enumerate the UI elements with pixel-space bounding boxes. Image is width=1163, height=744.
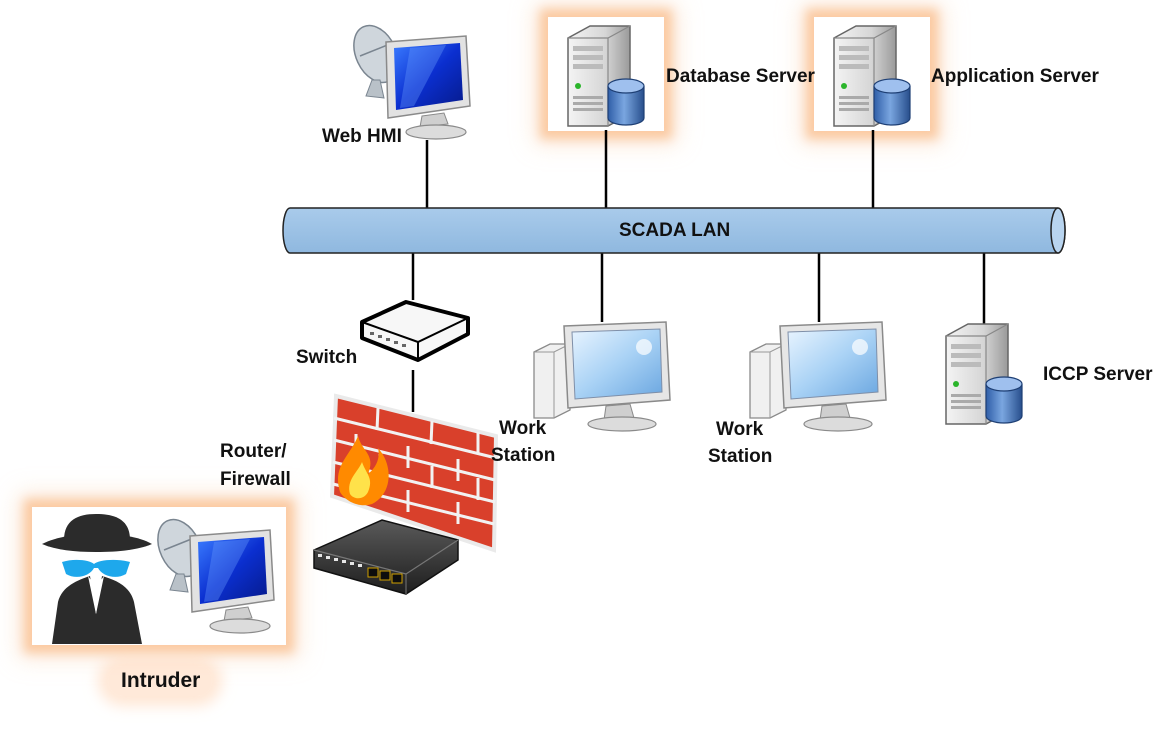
router-firewall-label-line2: Firewall (220, 469, 291, 490)
router-icon (313, 519, 459, 595)
router-firewall-label-line1: Router/ (220, 441, 287, 462)
workstation-2-label-line2: Station (708, 446, 773, 467)
application-server-icon (833, 25, 911, 127)
application-server-label: Application Server (931, 66, 1099, 87)
web-hmi-icon (344, 17, 471, 140)
firewall-icon (329, 393, 499, 553)
database-cylinder-icon (873, 78, 911, 126)
intruder-label: Intruder (121, 669, 201, 692)
intruder-computer-icon (148, 511, 275, 634)
workstation-1-icon (533, 321, 671, 432)
spy-icon (42, 514, 152, 644)
workstation-2-icon (749, 321, 887, 432)
workstation-1-label-line1: Work (499, 418, 547, 439)
intruder-label-highlight (108, 666, 212, 696)
iccp-server-icon (945, 323, 1023, 425)
workstation-2-label-line1: Work (716, 419, 764, 440)
web-hmi-label: Web HMI (322, 126, 402, 147)
database-server-label: Database Server (666, 66, 815, 87)
workstation-1-label-line2: Station (491, 445, 556, 466)
iccp-server-label: ICCP Server (1043, 364, 1153, 385)
scada-lan-bus (282, 207, 1066, 254)
scada-lan-label: SCADA LAN (619, 220, 731, 241)
network-switch-icon (360, 300, 470, 362)
connector-lines (411, 130, 986, 412)
database-server-icon (567, 25, 645, 127)
switch-label: Switch (296, 347, 358, 368)
database-cylinder-icon (607, 78, 645, 126)
database-cylinder-icon (985, 376, 1023, 424)
